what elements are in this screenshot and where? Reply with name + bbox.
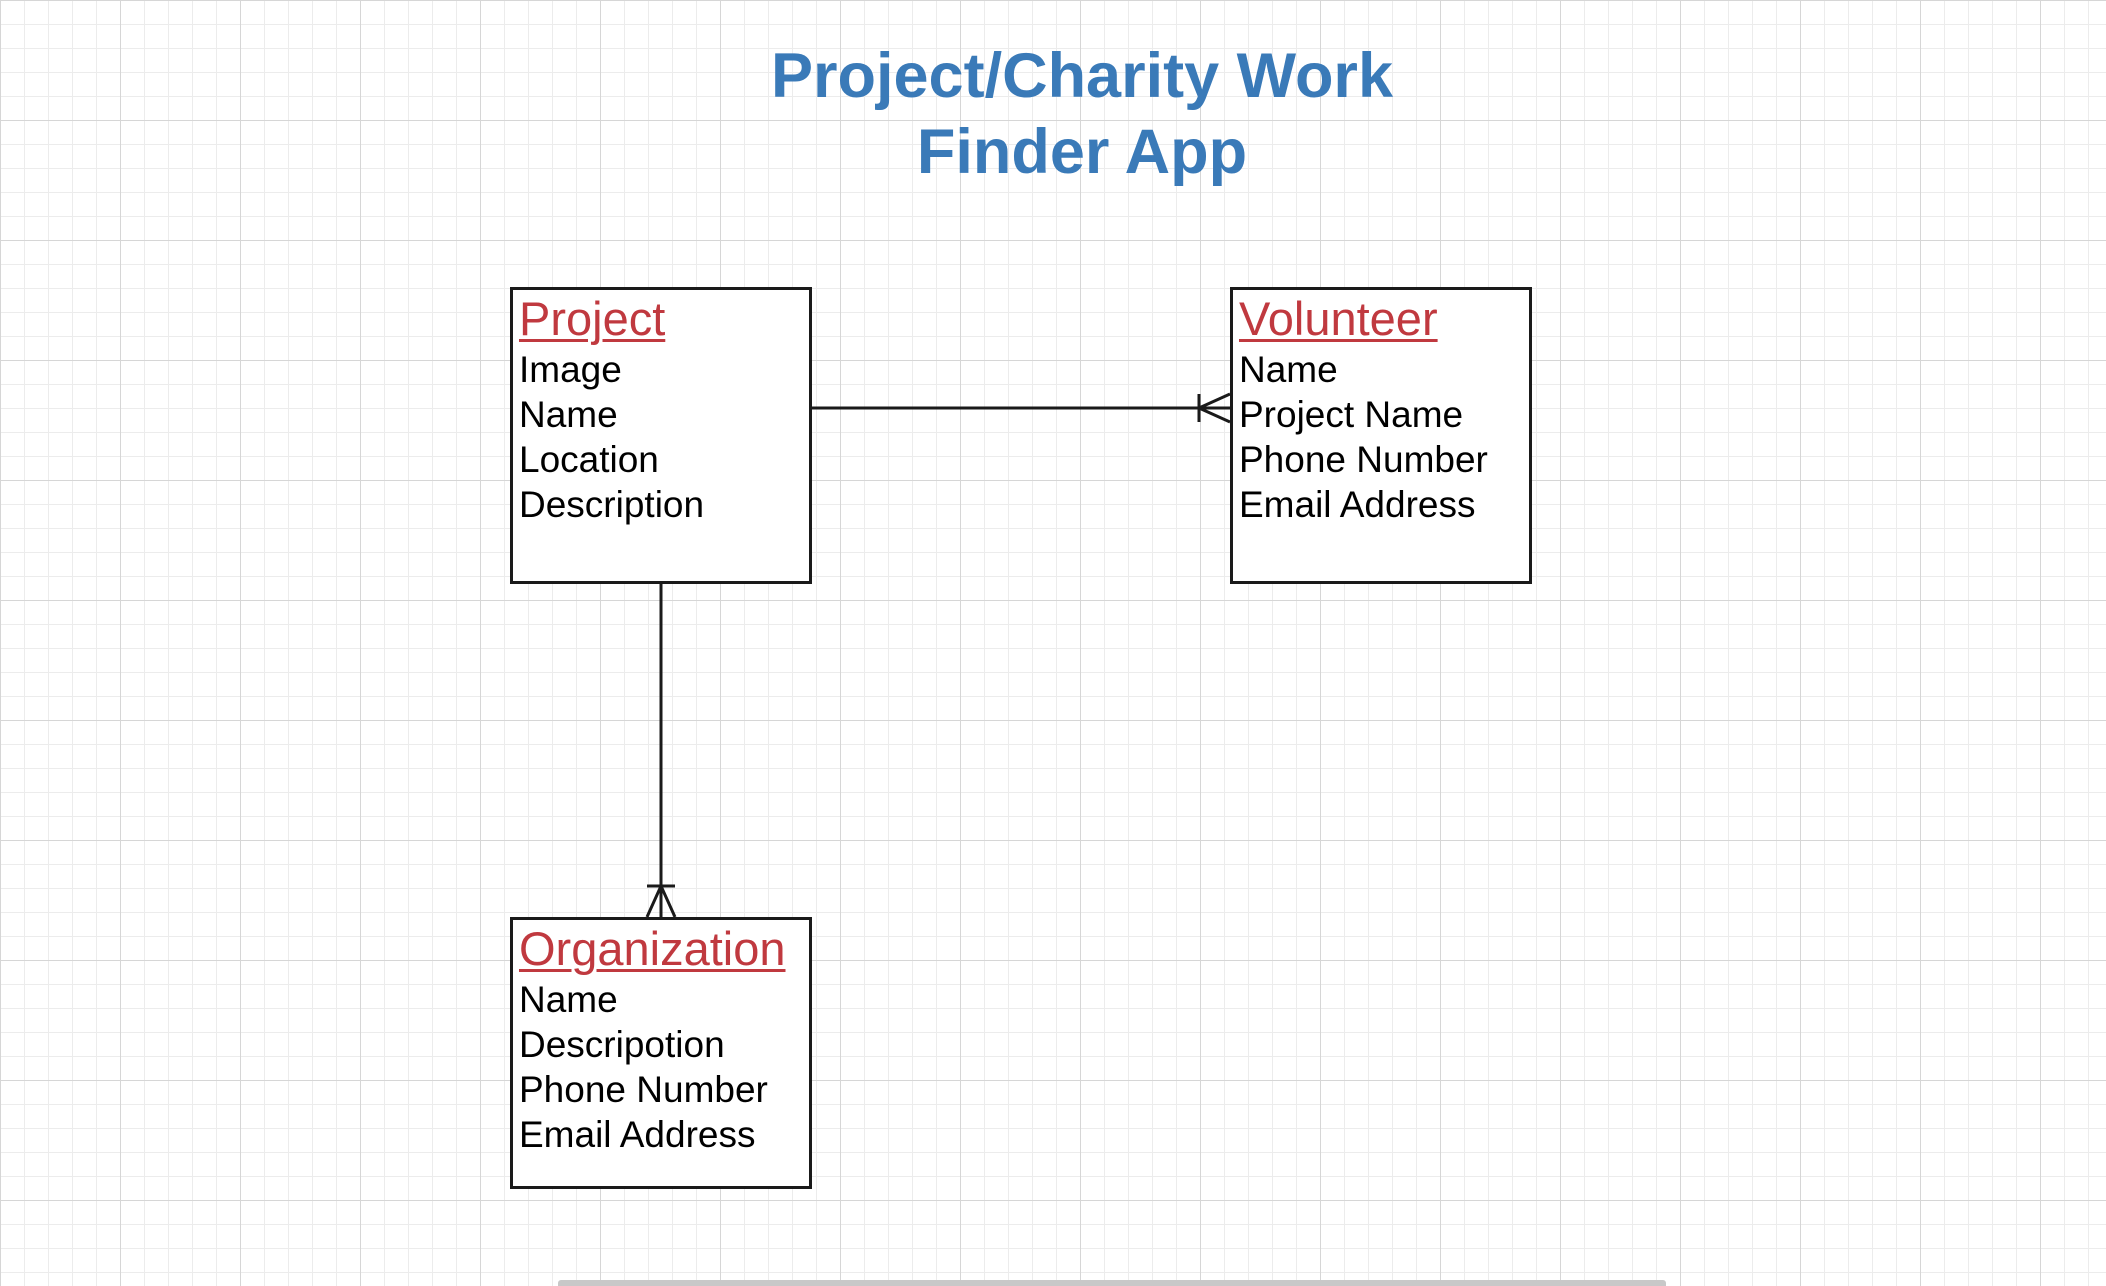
entity-organization-name: Organization (519, 922, 786, 975)
entity-volunteer-name: Volunteer (1239, 292, 1438, 345)
entity-volunteer[interactable]: Volunteer Name Project Name Phone Number… (1230, 287, 1532, 584)
entity-organization-attr-phone-number: Phone Number (519, 1069, 768, 1110)
diagram-title: Project/Charity Work Finder App (582, 38, 1582, 190)
crowfoot-prong-right-organization (659, 885, 677, 918)
entity-volunteer-attr-name: Name (1239, 349, 1338, 390)
title-line-1: Project/Charity Work (770, 41, 1393, 111)
relationship-project-volunteer[interactable] (812, 392, 1231, 424)
entity-organization-attr-name: Name (519, 979, 618, 1020)
entity-organization[interactable]: Organization Name Descripotion Phone Num… (510, 917, 812, 1189)
crowfoot-prong-top-volunteer (1198, 392, 1231, 410)
crowfoot-prong-bottom-volunteer (1198, 406, 1231, 424)
entity-project-attr-location: Location (519, 439, 659, 480)
entity-project-attr-description: Description (519, 484, 705, 525)
relationship-project-organization[interactable] (645, 584, 677, 918)
entity-volunteer-attr-email-address: Email Address (1239, 484, 1476, 525)
entity-project[interactable]: Project Image Name Location Description (510, 287, 812, 584)
horizontal-scrollbar[interactable] (558, 1280, 1666, 1286)
entity-organization-attr-email-address: Email Address (519, 1114, 756, 1155)
entity-organization-attr-description: Descripotion (519, 1024, 725, 1065)
entity-project-name: Project (519, 292, 666, 345)
entity-volunteer-attr-project-name: Project Name (1239, 394, 1464, 435)
entity-project-attr-image: Image (519, 349, 622, 390)
entity-volunteer-attr-phone-number: Phone Number (1239, 439, 1488, 480)
title-line-2: Finder App (916, 117, 1248, 187)
entity-project-attr-name: Name (519, 394, 618, 435)
crowfoot-prong-left-organization (645, 885, 663, 918)
